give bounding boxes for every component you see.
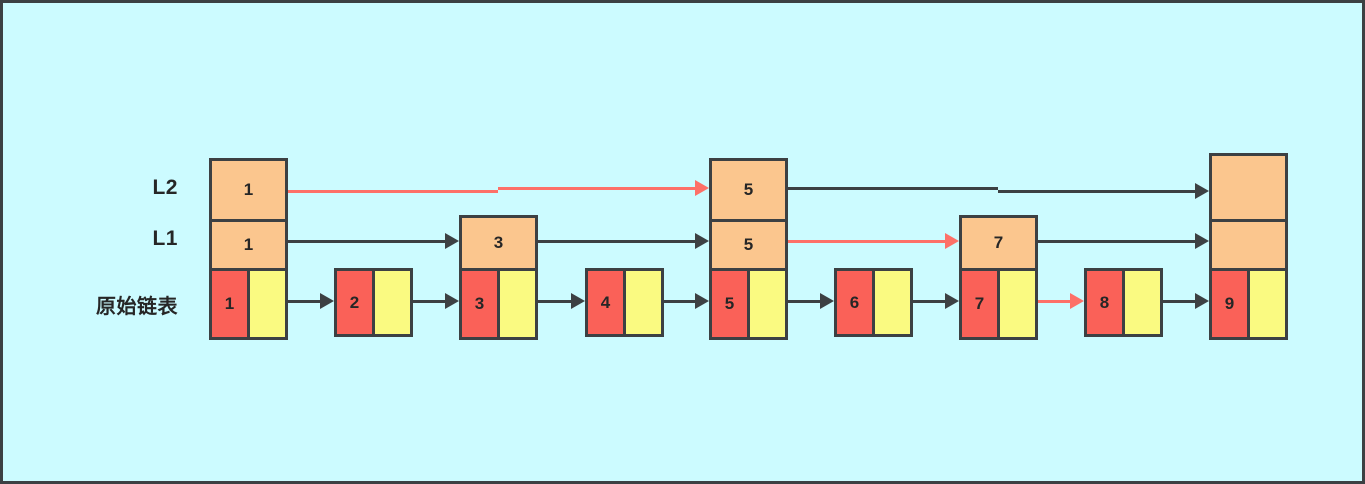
link-l2-1-to-5-seg-b bbox=[498, 187, 695, 190]
node-5-pointer-cell bbox=[750, 271, 788, 340]
link-l1-3-to-5-line bbox=[538, 240, 695, 243]
node-2-key-cell: 2 bbox=[334, 268, 375, 337]
node-1-l2-cell: 1 bbox=[209, 158, 288, 222]
node-9-key-cell: 9 bbox=[1209, 271, 1250, 340]
link-base-7-to-8-line bbox=[1038, 300, 1070, 303]
link-base-5-to-6-arrowhead bbox=[820, 293, 834, 309]
node-6-pointer-cell bbox=[875, 268, 913, 337]
link-base-1-to-2-line bbox=[288, 300, 320, 303]
node-8-pointer-cell bbox=[1125, 268, 1163, 337]
node-7-l1-cell: 7 bbox=[959, 215, 1038, 271]
link-base-8-to-9-arrowhead bbox=[1195, 293, 1209, 309]
link-l1-7-to-9-arrowhead bbox=[1195, 233, 1209, 249]
link-base-7-to-8-arrowhead bbox=[1070, 293, 1084, 309]
node-5-key-cell: 5 bbox=[709, 271, 750, 340]
link-base-2-to-3-arrowhead bbox=[445, 293, 459, 309]
node-5-l1-cell: 5 bbox=[709, 222, 788, 271]
link-base-2-to-3-line bbox=[413, 300, 445, 303]
node-1-key-cell: 1 bbox=[209, 271, 250, 340]
link-l1-3-to-5-arrowhead bbox=[695, 233, 709, 249]
link-base-4-to-5-arrowhead bbox=[695, 293, 709, 309]
node-4-pointer-cell bbox=[626, 268, 664, 337]
node-7-key-cell: 7 bbox=[959, 271, 1000, 340]
node-3-key-cell: 3 bbox=[459, 271, 500, 340]
node-3-pointer-cell bbox=[500, 271, 538, 340]
link-base-4-to-5-line bbox=[664, 300, 695, 303]
link-base-3-to-4-line bbox=[538, 300, 571, 303]
link-base-5-to-6-line bbox=[788, 300, 820, 303]
link-l2-5-to-9-arrowhead bbox=[1195, 183, 1209, 199]
node-1-l1-cell: 1 bbox=[209, 222, 288, 271]
link-l2-5-to-9-seg-a bbox=[788, 187, 998, 190]
link-l2-1-to-5-arrowhead bbox=[695, 180, 709, 196]
link-l1-5-to-7-arrowhead bbox=[945, 233, 959, 249]
row-label-l1: L1 bbox=[152, 227, 178, 250]
link-l1-1-to-3-arrowhead bbox=[445, 233, 459, 249]
node-1-pointer-cell bbox=[250, 271, 288, 340]
node-5-l2-cell: 5 bbox=[709, 158, 788, 222]
node-3-l1-cell: 3 bbox=[459, 215, 538, 271]
link-base-3-to-4-arrowhead bbox=[571, 293, 585, 309]
link-l2-1-to-5-seg-a bbox=[288, 190, 498, 193]
row-label-l2: L2 bbox=[152, 176, 178, 199]
link-base-8-to-9-line bbox=[1163, 300, 1195, 303]
node-2-pointer-cell bbox=[375, 268, 413, 337]
node-4-key-cell: 4 bbox=[585, 268, 626, 337]
link-base-1-to-2-arrowhead bbox=[320, 293, 334, 309]
link-base-6-to-7-line bbox=[913, 300, 945, 303]
node-6-key-cell: 6 bbox=[834, 268, 875, 337]
node-9-pointer-cell bbox=[1250, 271, 1288, 340]
link-l1-1-to-3-line bbox=[288, 240, 445, 243]
link-l1-5-to-7-line bbox=[788, 240, 945, 243]
row-label-base: 原始链表 bbox=[96, 296, 178, 318]
node-7-pointer-cell bbox=[1000, 271, 1038, 340]
link-base-6-to-7-arrowhead bbox=[945, 293, 959, 309]
link-l2-5-to-9-seg-b bbox=[998, 190, 1195, 193]
node-9-l2-cell bbox=[1209, 153, 1288, 222]
node-8-key-cell: 8 bbox=[1084, 268, 1125, 337]
link-l1-7-to-9-line bbox=[1038, 240, 1195, 243]
node-9-l1-cell bbox=[1209, 222, 1288, 271]
